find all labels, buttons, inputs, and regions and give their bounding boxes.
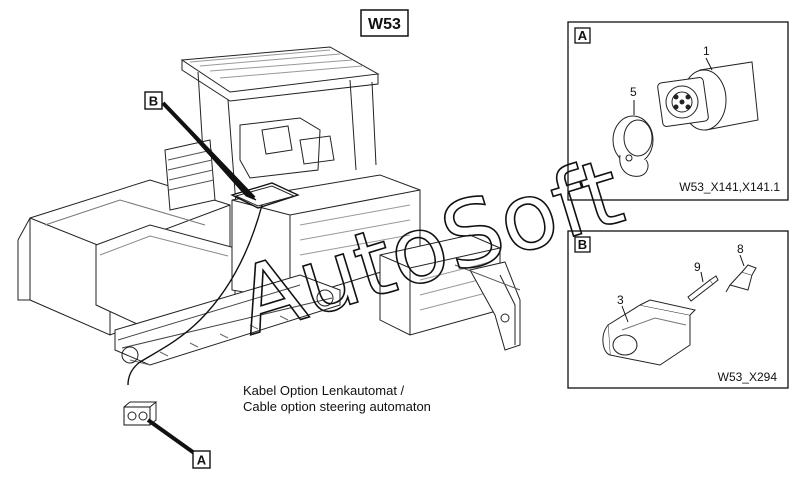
socket-part-main	[123, 401, 158, 426]
sheet-label-box: W53	[360, 9, 409, 37]
sheet-label: W53	[368, 16, 401, 33]
detail-panel-a: A 1 5 W53_X141,X141.1	[567, 21, 789, 201]
caption-line-2: Cable option steering automaton	[243, 399, 431, 414]
detail-b-code: W53_X294	[718, 370, 778, 384]
contact-part-8	[725, 264, 757, 293]
callout-a-main: A	[192, 450, 211, 469]
paver-illustration	[17, 46, 521, 426]
detail-panel-b: B 3 9 8 W53_X294	[567, 230, 789, 389]
detail-a-code: W53_X141,X141.1	[679, 180, 780, 194]
detail-b-part-8: 8	[737, 242, 744, 256]
detail-a-part-5: 5	[630, 85, 637, 99]
leader-lines	[146, 101, 257, 457]
callout-a-letter: A	[197, 453, 207, 468]
caption-line-1: Kabel Option Lenkautomat /	[243, 383, 405, 398]
housing-part-3	[602, 299, 696, 366]
pin-part-9	[687, 275, 719, 302]
callout-b-main: B	[144, 91, 163, 110]
detail-b-part-9: 9	[694, 260, 701, 274]
detail-a-letter: A	[578, 28, 588, 43]
cap-part-5	[612, 115, 654, 177]
connector-part-1	[657, 61, 759, 131]
callout-b-letter: B	[149, 94, 158, 109]
detail-b-letter: B	[578, 237, 587, 252]
detail-a-part-1: 1	[703, 44, 710, 58]
detail-b-part-3: 3	[617, 293, 624, 307]
